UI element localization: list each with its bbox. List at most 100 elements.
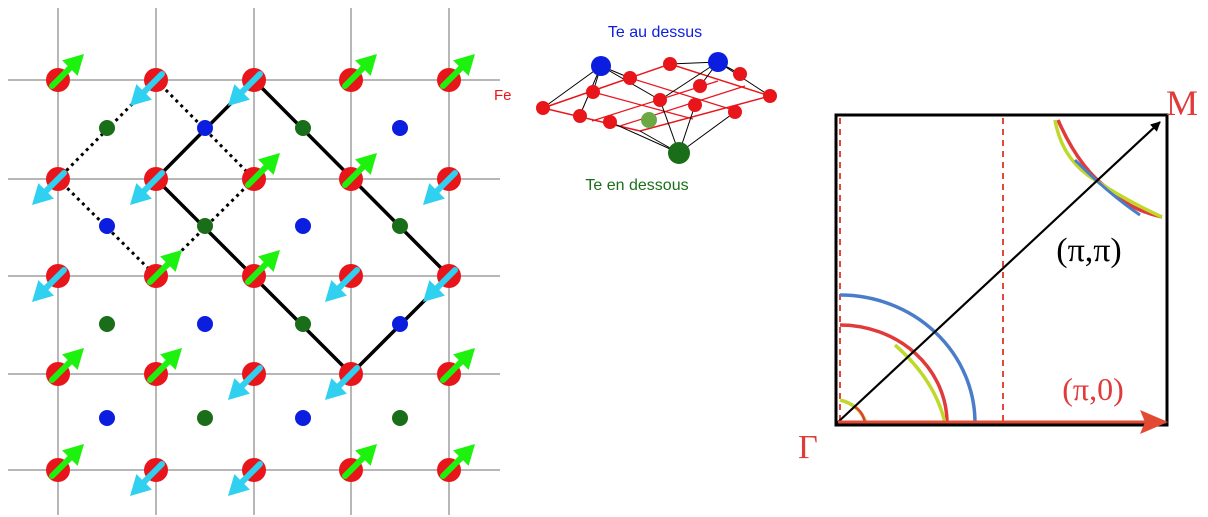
spin-up-arrowhead bbox=[453, 54, 475, 76]
hole-pocket-red bbox=[839, 323, 949, 424]
te-below-atom bbox=[197, 410, 213, 426]
te-above-atom bbox=[99, 410, 115, 426]
spin-down-arrowhead bbox=[423, 183, 445, 205]
spin-up-shaft bbox=[245, 162, 271, 188]
hole-pocket-yellow-inner bbox=[839, 398, 868, 424]
brillouin-zone: M Γ (π,π) (π,0) bbox=[798, 83, 1198, 466]
fe-label: Fe bbox=[494, 87, 512, 104]
inset-fe-atom bbox=[573, 109, 587, 123]
te-above-atom bbox=[295, 410, 311, 426]
spin-up-shaft bbox=[147, 259, 173, 285]
spin-down-arrowhead bbox=[130, 474, 152, 496]
inset-fe-atom bbox=[653, 93, 667, 107]
inset-te-above-atom bbox=[591, 56, 611, 76]
spin-down-shaft bbox=[432, 267, 458, 293]
te-below-label: Te en dessous bbox=[585, 177, 688, 194]
inset-fe-atom bbox=[728, 105, 742, 119]
te-below-atom bbox=[392, 410, 408, 426]
spin-down-shaft bbox=[139, 170, 165, 196]
te-above-atom bbox=[392, 120, 408, 136]
spin-up-shaft bbox=[342, 63, 368, 89]
spin-up-shaft bbox=[49, 453, 75, 479]
spin-down-shaft bbox=[334, 365, 360, 391]
spin-up-arrowhead bbox=[62, 54, 84, 76]
te-below-atom bbox=[295, 316, 311, 332]
inset-fe-atom bbox=[693, 79, 707, 93]
spin-down-arrowhead bbox=[130, 183, 152, 205]
spin-up-shaft bbox=[440, 357, 466, 383]
spin-up-arrowhead bbox=[258, 153, 280, 175]
te-atoms bbox=[99, 120, 408, 426]
spin-down-arrowhead bbox=[325, 378, 347, 400]
spin-down-arrowhead bbox=[228, 84, 250, 106]
electron-pocket-blue bbox=[1073, 158, 1141, 217]
inset-fe-atom bbox=[586, 85, 600, 99]
spin-down-shaft bbox=[432, 170, 458, 196]
spin-up-shaft bbox=[49, 63, 75, 89]
inset-fe-atom bbox=[536, 101, 550, 115]
hole-pocket-yellow-outer bbox=[893, 343, 947, 424]
spin-down-shaft bbox=[237, 461, 263, 487]
fete-structure-inset: Te au dessus Fe Te en dessous bbox=[494, 24, 777, 194]
fe-plane-bond bbox=[592, 91, 694, 120]
inset-te-above-atom bbox=[708, 52, 728, 72]
inset-fe-atom bbox=[733, 67, 747, 81]
inset-te-below-atom bbox=[668, 142, 690, 164]
gamma-m-diagonal-arrow bbox=[836, 121, 1161, 424]
spin-down-shaft bbox=[237, 365, 263, 391]
spin-up-arrowhead bbox=[453, 348, 475, 370]
te-above-label: Te au dessus bbox=[608, 24, 702, 41]
te-fe-bond bbox=[609, 121, 680, 154]
inset-fe-atom bbox=[663, 57, 677, 71]
gamma-x-arrowhead bbox=[1140, 410, 1168, 434]
pi-pi-label: (π,π) bbox=[1056, 232, 1121, 269]
te-above-atom bbox=[197, 120, 213, 136]
spin-down-arrowhead bbox=[32, 280, 54, 302]
inset-fe-atom bbox=[763, 89, 777, 103]
te-above-atom bbox=[197, 316, 213, 332]
spin-down-shaft bbox=[237, 71, 263, 97]
te-fe-bond bbox=[659, 61, 719, 101]
spin-up-shaft bbox=[440, 453, 466, 479]
spin-up-arrowhead bbox=[453, 444, 475, 466]
spin-down-arrowhead bbox=[423, 280, 445, 302]
fe-plane-bond bbox=[619, 85, 746, 127]
inset-te-below-atom-back bbox=[641, 112, 657, 128]
spin-up-arrowhead bbox=[160, 348, 182, 370]
te-below-atom bbox=[392, 218, 408, 234]
spin-up-arrowhead bbox=[355, 153, 377, 175]
spin-down-arrowhead bbox=[228, 474, 250, 496]
spin-down-shaft bbox=[139, 461, 165, 487]
te-below-atom bbox=[99, 120, 115, 136]
zone-boundary bbox=[834, 113, 1169, 427]
inset-fe-atom bbox=[688, 98, 702, 112]
te-below-atom bbox=[197, 218, 213, 234]
spin-up-shaft bbox=[440, 63, 466, 89]
spin-arrows bbox=[32, 54, 475, 496]
spin-up-arrowhead bbox=[160, 250, 182, 272]
fe-te-lattice bbox=[8, 8, 500, 515]
spin-up-arrowhead bbox=[62, 348, 84, 370]
spin-up-shaft bbox=[342, 453, 368, 479]
inset-atoms bbox=[536, 52, 777, 164]
spin-up-arrowhead bbox=[62, 444, 84, 466]
spin-down-arrowhead bbox=[32, 183, 54, 205]
spin-down-shaft bbox=[139, 71, 165, 97]
te-above-atom bbox=[295, 218, 311, 234]
te-below-atom bbox=[99, 316, 115, 332]
m-point-label: M bbox=[1166, 83, 1198, 123]
small-unit-cell-dotted bbox=[55, 77, 257, 279]
te-fe-bond bbox=[542, 65, 602, 109]
spin-down-shaft bbox=[41, 267, 67, 293]
spin-down-arrowhead bbox=[325, 280, 347, 302]
spin-up-arrowhead bbox=[258, 250, 280, 272]
te-below-atom bbox=[295, 120, 311, 136]
spin-up-shaft bbox=[147, 357, 173, 383]
spin-up-shaft bbox=[342, 162, 368, 188]
te-fe-bond bbox=[678, 111, 736, 154]
spin-up-arrowhead bbox=[355, 444, 377, 466]
spin-up-shaft bbox=[245, 259, 271, 285]
spin-down-arrowhead bbox=[228, 378, 250, 400]
te-above-atom bbox=[392, 316, 408, 332]
